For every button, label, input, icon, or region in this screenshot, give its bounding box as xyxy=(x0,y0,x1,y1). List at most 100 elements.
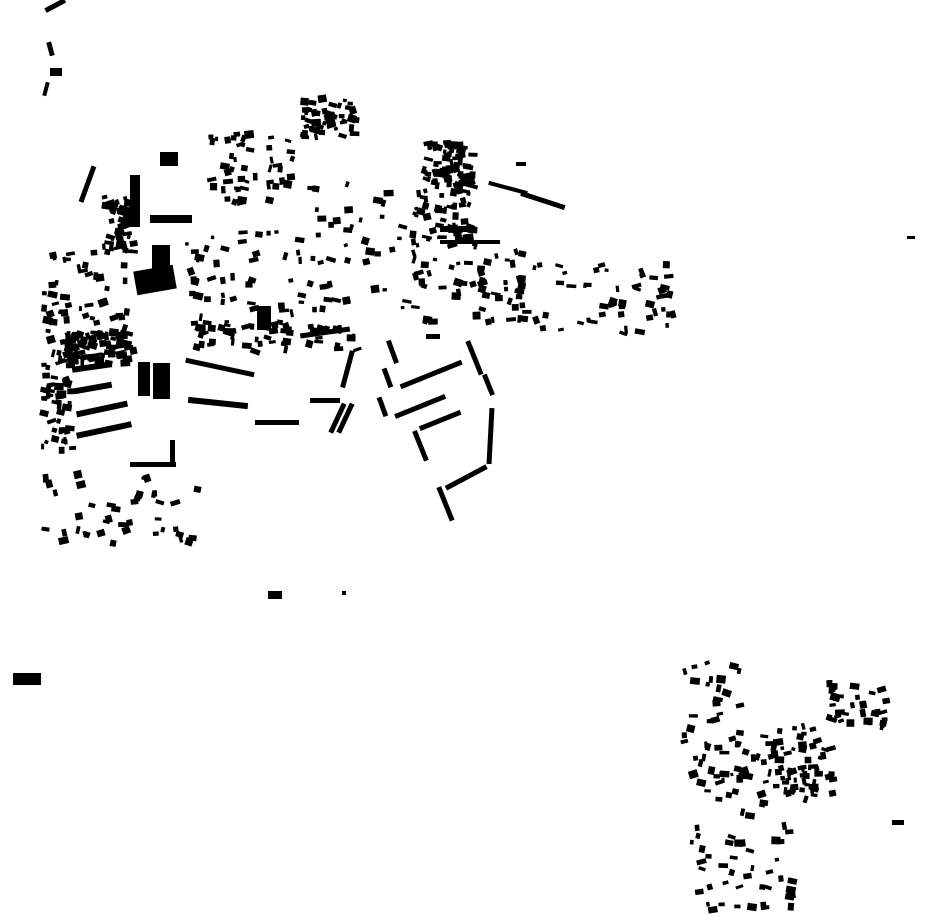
building xyxy=(358,217,363,223)
building xyxy=(247,276,257,284)
building xyxy=(117,226,122,233)
building xyxy=(730,772,734,777)
building xyxy=(477,265,486,271)
building xyxy=(206,274,217,282)
building xyxy=(215,136,219,142)
building xyxy=(382,287,388,292)
building xyxy=(765,869,774,875)
building xyxy=(780,839,785,845)
building xyxy=(333,346,344,352)
building xyxy=(240,164,249,172)
building xyxy=(192,291,204,301)
building xyxy=(828,789,837,797)
building xyxy=(241,342,252,350)
building xyxy=(728,662,740,671)
building xyxy=(517,315,522,323)
building xyxy=(370,284,380,294)
building xyxy=(426,269,432,277)
building xyxy=(52,489,59,497)
building xyxy=(190,249,199,255)
building xyxy=(90,249,98,256)
building xyxy=(240,141,246,148)
building xyxy=(460,218,469,225)
building xyxy=(67,388,75,395)
building xyxy=(80,343,91,351)
building xyxy=(228,152,235,160)
building xyxy=(93,319,101,327)
building xyxy=(562,270,568,276)
building xyxy=(235,197,246,207)
building xyxy=(319,305,326,313)
building xyxy=(44,479,54,489)
building xyxy=(849,701,856,709)
building xyxy=(41,291,47,296)
building xyxy=(812,736,823,745)
northeast-lines xyxy=(78,162,915,244)
building xyxy=(75,525,81,535)
building xyxy=(874,708,881,714)
building xyxy=(532,315,541,325)
building xyxy=(249,347,261,356)
building xyxy=(298,300,305,305)
building xyxy=(280,341,288,347)
building xyxy=(685,724,696,734)
building xyxy=(93,330,102,337)
building xyxy=(586,317,591,323)
building xyxy=(220,292,226,299)
building xyxy=(704,742,712,752)
building xyxy=(264,196,275,205)
building xyxy=(206,342,215,347)
building xyxy=(63,344,75,354)
building xyxy=(304,108,309,116)
building xyxy=(251,249,261,258)
building xyxy=(430,179,438,186)
building xyxy=(362,257,371,266)
building xyxy=(687,769,699,780)
building xyxy=(849,682,860,690)
building xyxy=(566,284,577,289)
building xyxy=(39,409,50,418)
building xyxy=(557,327,565,332)
building xyxy=(372,196,383,205)
building xyxy=(184,536,194,547)
building xyxy=(326,280,333,289)
building xyxy=(649,275,659,281)
building xyxy=(705,901,711,907)
building xyxy=(321,107,328,115)
building xyxy=(202,330,209,336)
building xyxy=(244,179,250,184)
building xyxy=(56,408,66,416)
building xyxy=(774,857,780,862)
building xyxy=(419,194,428,200)
building xyxy=(272,182,280,190)
building xyxy=(283,345,289,354)
building xyxy=(494,252,499,260)
building xyxy=(64,379,73,389)
building xyxy=(66,331,71,338)
building xyxy=(217,323,226,332)
building xyxy=(286,173,296,181)
building xyxy=(741,748,750,756)
building xyxy=(70,332,81,342)
building xyxy=(765,741,775,746)
southeast-village-buildings xyxy=(680,660,891,914)
building xyxy=(245,146,255,153)
building xyxy=(426,175,432,183)
building xyxy=(420,261,429,269)
building xyxy=(47,290,58,299)
building xyxy=(691,664,698,670)
building xyxy=(828,776,838,783)
building xyxy=(311,185,320,193)
building xyxy=(536,262,543,268)
building xyxy=(374,251,381,257)
building xyxy=(715,684,722,693)
building xyxy=(712,699,721,707)
building xyxy=(728,868,736,877)
building xyxy=(705,681,711,687)
building xyxy=(478,306,487,313)
building xyxy=(317,259,325,266)
building xyxy=(802,795,809,804)
building xyxy=(706,719,712,724)
building xyxy=(317,215,327,222)
building xyxy=(254,231,263,238)
